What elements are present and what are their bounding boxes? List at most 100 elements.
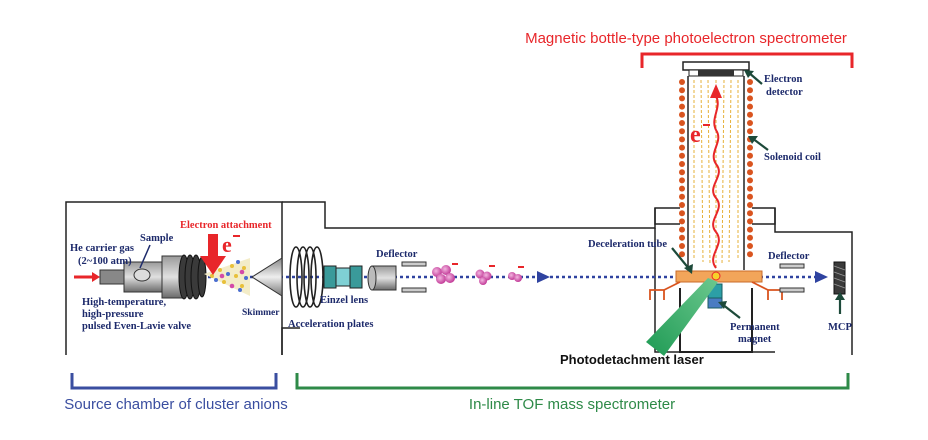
coil-turn	[747, 177, 753, 184]
valve-label-2: high-pressure	[82, 309, 144, 320]
mcp-label: MCP	[828, 322, 852, 333]
coil-turn	[679, 251, 685, 258]
cluster-anion-large	[432, 265, 455, 284]
coil-turn	[679, 243, 685, 249]
photodetachment-laser-beam	[646, 278, 718, 356]
permanent-magnet-label-2: magnet	[738, 334, 772, 345]
skimmer-label: Skimmer	[242, 308, 280, 318]
coil-turn	[747, 120, 753, 126]
coil-turn	[679, 202, 685, 208]
tof-bracket	[295, 373, 850, 390]
coil-turn	[679, 79, 685, 85]
right-deflector-plates	[779, 263, 805, 293]
coil-turn	[747, 202, 753, 208]
e-minus-bottle-label: e	[690, 122, 701, 148]
coil-turn	[679, 185, 685, 192]
valve-label-3: pulsed Even-Lavie valve	[82, 321, 191, 332]
electron-detector-label-2: detector	[766, 87, 803, 98]
cluster-anion-medium	[475, 269, 492, 285]
coil-turn	[747, 79, 753, 85]
coil-turn	[747, 226, 753, 233]
coil-turn	[747, 95, 753, 102]
pulsed-valve	[99, 254, 207, 300]
coil-turn	[747, 111, 753, 118]
bottle-flanges	[654, 208, 776, 225]
electron-detector	[682, 61, 750, 77]
pointer-arrowheads	[684, 70, 845, 309]
beam-arrowhead-mid	[537, 271, 550, 283]
spectrometer-title: Magnetic bottle-type photoelectron spect…	[525, 30, 847, 47]
electron-attachment-arrow	[200, 234, 226, 275]
tof-caption: In-line TOF mass spectrometer	[469, 396, 675, 413]
electron-trajectory	[712, 95, 720, 269]
left-deflector-plates	[401, 261, 427, 293]
coil-turn	[679, 193, 685, 200]
einzel-lens	[323, 265, 363, 289]
solenoid-coil-label: Solenoid coil	[764, 152, 821, 163]
acceleration-plates	[289, 246, 324, 308]
coil-turn	[747, 87, 753, 94]
coil-turn	[679, 177, 685, 184]
source-chamber-bracket	[70, 373, 278, 390]
solenoid-coil	[679, 79, 753, 258]
coil-turn	[679, 144, 685, 151]
bias-electrodes	[649, 281, 783, 300]
coil-turn	[747, 251, 753, 258]
magnetic-field-lines	[693, 79, 739, 268]
coil-turn	[747, 193, 753, 200]
flight-tube-cylinder	[367, 265, 397, 291]
deceleration-tube-label: Deceleration tube	[588, 239, 667, 250]
valve-label-1: High-temperature,	[82, 297, 166, 308]
coil-turn	[679, 128, 685, 135]
he-carrier-label-1: He carrier gas	[70, 243, 134, 254]
coil-turn	[747, 185, 753, 192]
flight-tube	[687, 76, 745, 270]
coil-turn	[747, 161, 753, 167]
photodetachment-laser-label: Photodetachment laser	[560, 352, 704, 367]
coil-turn	[747, 144, 753, 151]
coil-turn	[679, 218, 685, 225]
deflector-left-label: Deflector	[376, 249, 418, 260]
deflector-right-label: Deflector	[768, 251, 810, 262]
coil-turn	[679, 111, 685, 118]
coil-turn	[747, 210, 753, 217]
electron-detector-label-1: Electron	[764, 74, 802, 85]
coil-turn	[679, 152, 685, 159]
coil-turn	[679, 87, 685, 94]
coil-turn	[747, 152, 753, 159]
skimmer	[251, 257, 283, 297]
supersonic-expansion	[204, 258, 250, 296]
sample-label: Sample	[140, 233, 174, 244]
electron-trajectory-arrowhead	[710, 84, 722, 98]
coil-turn	[747, 128, 753, 135]
electron-attachment-label: Electron attachment	[180, 220, 272, 231]
coil-turn	[747, 218, 753, 225]
coil-turn	[679, 95, 685, 102]
interaction-point	[711, 271, 721, 281]
coil-turn	[679, 234, 685, 241]
coil-turn	[679, 120, 685, 126]
coil-turn	[679, 103, 685, 110]
spectrometer-bracket	[640, 52, 854, 68]
e-minus-source-label: e	[222, 232, 232, 257]
coil-turn	[679, 136, 685, 143]
coil-turn	[679, 169, 685, 176]
einzel-lens-label: Einzel lens	[320, 295, 368, 306]
mcp-stripes	[833, 265, 846, 289]
source-chamber-caption: Source chamber of cluster anions	[64, 396, 287, 413]
coil-turn	[679, 210, 685, 217]
coil-turn	[679, 226, 685, 233]
cluster-anion-small	[508, 272, 522, 282]
coil-turn	[747, 243, 753, 249]
coil-turn	[747, 234, 753, 241]
coil-turn	[747, 169, 753, 176]
sample-pointer	[139, 244, 151, 269]
beam-arrowhead-end	[815, 271, 828, 283]
he-carrier-label-2: (2~100 atm)	[78, 256, 132, 267]
coil-turn	[747, 103, 753, 110]
permanent-magnet-label-1: Permanent	[730, 322, 780, 333]
he-gas-arrowhead	[92, 272, 100, 282]
coil-turn	[679, 161, 685, 167]
acceleration-plates-label: Acceleration plates	[288, 319, 373, 330]
